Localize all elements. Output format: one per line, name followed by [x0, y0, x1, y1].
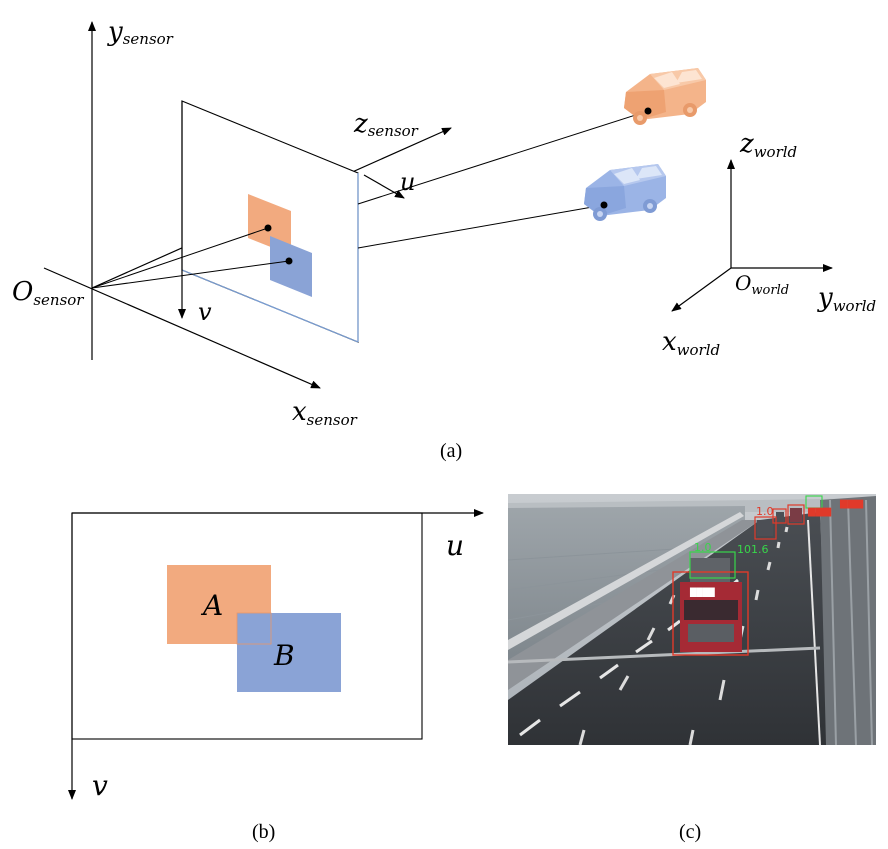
caption-b: (b)	[252, 821, 275, 843]
x-sensor-axis	[43, 267, 321, 389]
ray-orange-world	[357, 110, 649, 205]
label-y-sensor: ysensor	[107, 17, 174, 48]
box-b	[237, 613, 341, 692]
detection-label-1: 101.6	[737, 543, 769, 556]
blue-projection	[270, 236, 312, 297]
u-axis-arrow	[363, 174, 405, 199]
label-box-b: B	[273, 639, 295, 672]
detection-label-3: 1.0	[756, 505, 774, 518]
label-o-sensor: Osensor	[12, 277, 84, 309]
caption-c: (c)	[679, 821, 701, 843]
label-y-world: yworld	[817, 283, 876, 315]
orange-projection	[248, 194, 291, 255]
panel-b: A B u v (b)	[68, 509, 484, 843]
svg-text:▆▆▆: ▆▆▆	[807, 506, 831, 517]
orange-car-icon	[624, 68, 706, 125]
label-x-world: xworld	[662, 327, 720, 359]
ray-blue	[91, 260, 290, 289]
world-point-blue	[600, 201, 608, 209]
label-x-sensor: xsensor	[292, 397, 358, 429]
panel-a: ysensor zsensor Osensor xsensor u v zwor…	[12, 17, 876, 462]
world-point-orange	[644, 107, 652, 115]
image-plane-bottom-edge	[181, 269, 359, 343]
label-v-plane: v	[198, 298, 212, 326]
ray-orange	[91, 227, 269, 289]
panel-c-photo: ████ 101.6 1.0 1.0 ▆▆▆ ▆▆▆ (c)	[508, 494, 876, 843]
detection-label-2: 1.0	[694, 541, 712, 554]
overlap-outline	[236, 612, 272, 645]
x-world-axis	[671, 267, 732, 312]
blue-car-icon	[584, 164, 666, 221]
label-z-sensor: zsensor	[353, 109, 419, 140]
label-u-b: u	[446, 529, 464, 562]
svg-text:▆▆▆: ▆▆▆	[839, 498, 863, 509]
ray-blue-world	[357, 204, 605, 249]
projection-point-orange	[264, 224, 272, 232]
svg-text:████: ████	[689, 587, 715, 597]
label-v-b: v	[92, 769, 108, 802]
projection-point-blue	[285, 257, 293, 265]
label-o-world: Oworld	[735, 271, 789, 298]
caption-a: (a)	[440, 440, 462, 462]
label-z-world: zworld	[739, 129, 797, 161]
label-box-a: A	[200, 589, 223, 622]
label-u-plane: u	[400, 168, 415, 196]
